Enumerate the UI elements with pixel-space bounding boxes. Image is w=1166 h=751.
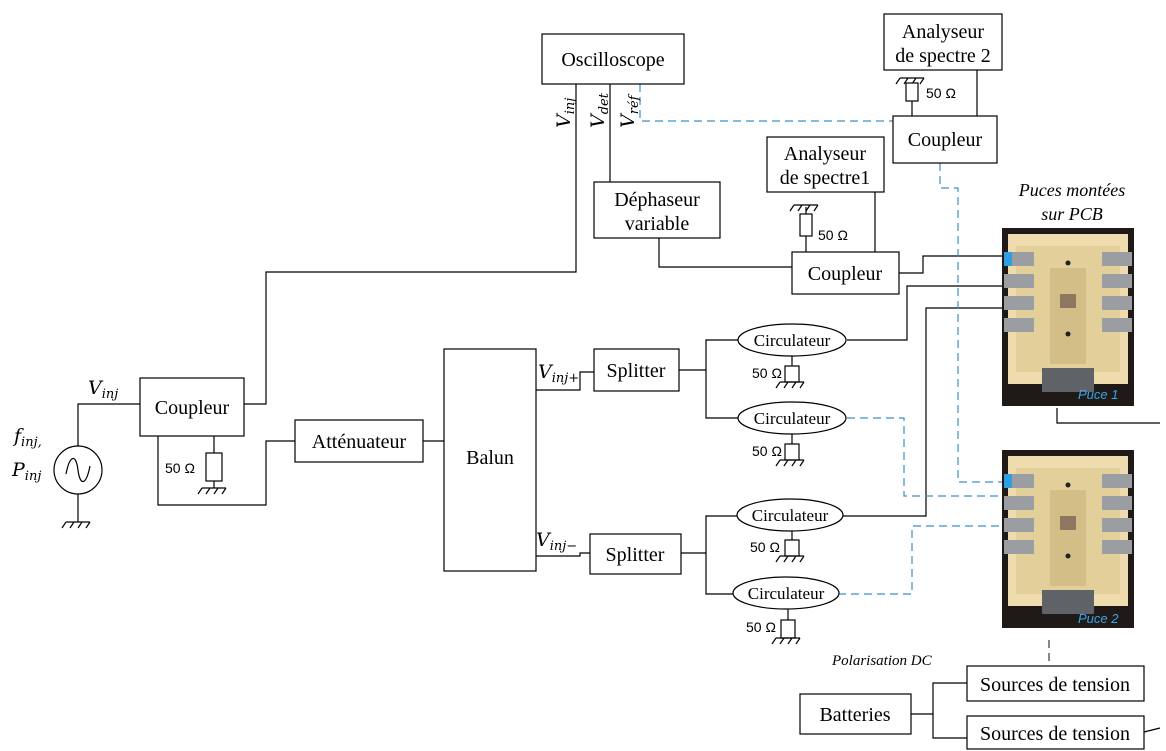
puce1-label: Puce 1 <box>1078 387 1118 402</box>
circulator-label: Circulateur <box>754 331 831 350</box>
phase-shifter-label-1: Déphaseur <box>614 189 700 211</box>
oscilloscope: Oscilloscope <box>541 33 685 85</box>
dc-bias-label: Polarisation DC <box>831 653 933 669</box>
attenuator: Atténuateur <box>294 419 424 463</box>
coupleur-analyzer1: Coupleur <box>791 251 900 295</box>
balun: Balun <box>443 348 537 572</box>
coupleur-analyzer2: Coupleur <box>892 115 998 164</box>
pcb-chip-2: Puce 2 <box>1002 450 1134 628</box>
circulator-label: Circulateur <box>752 506 829 525</box>
resistor-label: 50 Ω <box>752 443 782 459</box>
resistor-label: 50 Ω <box>746 619 776 635</box>
resistor-label: 50 Ω <box>750 539 780 555</box>
pcb-caption: Puces montées sur PCB <box>1018 180 1125 224</box>
puce2-label: Puce 2 <box>1078 611 1119 626</box>
coupleur-label: Coupleur <box>908 129 983 151</box>
resistor-coupleur: 50 Ω <box>165 436 227 495</box>
analyzer-1: Analyseur de spectre1 <box>766 136 885 193</box>
balun-label: Balun <box>466 447 514 469</box>
voltage-source-label: Sources de tension <box>980 674 1130 696</box>
wires <box>77 70 1161 739</box>
attenuator-label: Atténuateur <box>312 431 407 453</box>
chips-caption-1: Puces montées <box>1018 180 1125 200</box>
resistor-label: 50 Ω <box>818 227 848 243</box>
splitter-bottom: Splitter <box>589 533 682 575</box>
analyzer-2: Analyseur de spectre 2 <box>883 13 1003 71</box>
v-inj-plus-label: Vinj+ <box>538 361 579 386</box>
p-inj-label: Pinj <box>11 459 41 484</box>
circulator-4: Circulateur <box>732 576 840 610</box>
circulator-2: Circulateur <box>737 401 847 435</box>
circulator-label: Circulateur <box>748 584 825 603</box>
resistor-label: 50 Ω <box>165 460 195 476</box>
circulator-3: Circulateur <box>736 498 844 532</box>
resistor-label: 50 Ω <box>752 365 782 381</box>
pcb-chip-1: Puce 1 <box>1002 228 1134 406</box>
dashed-links <box>639 84 1050 666</box>
phase-shifter-label-2: variable <box>625 213 690 235</box>
splitter-label: Splitter <box>606 544 665 566</box>
coupleur-label: Coupleur <box>155 397 230 419</box>
rf-source: finj, Pinj <box>11 425 103 529</box>
resistor-label: 50 Ω <box>926 85 956 101</box>
circulator-1: Circulateur <box>737 323 847 357</box>
f-inj-label: finj, <box>12 425 42 450</box>
voltage-source-label: Sources de tension <box>980 723 1130 745</box>
resistor-analyzer2: 50 Ω <box>895 77 956 102</box>
resistor-circ1: 50 Ω <box>752 354 805 389</box>
v-inj-label: Vinj <box>88 377 118 402</box>
batteries-label: Batteries <box>819 704 890 726</box>
resistor-circ2: 50 Ω <box>752 434 805 467</box>
coupleur-main: Coupleur <box>139 377 245 437</box>
analyzer1-label-1: Analyseur <box>784 143 867 165</box>
dc-bias: Polarisation DC Sources de tension Sourc… <box>799 653 1145 750</box>
splitter-top: Splitter <box>593 348 680 392</box>
analyzer2-label-1: Analyseur <box>902 21 985 43</box>
circulator-label: Circulateur <box>754 409 831 428</box>
analyzer1-label-2: de spectre1 <box>780 167 871 189</box>
osc-v-det-label: Vdet <box>587 92 612 128</box>
chips-caption-2: sur PCB <box>1041 204 1103 224</box>
resistor-circ4: 50 Ω <box>746 608 801 645</box>
osc-v-inj-label: Vinj <box>553 98 578 128</box>
analyzer2-label-2: de spectre 2 <box>895 45 991 67</box>
resistor-analyzer1: 50 Ω <box>789 204 848 243</box>
osc-v-ref-label: Vréf <box>617 93 642 128</box>
v-inj-minus-label: Vinj− <box>536 529 577 554</box>
oscilloscope-label: Oscilloscope <box>561 49 664 71</box>
splitter-label: Splitter <box>607 360 666 382</box>
coupleur-label: Coupleur <box>808 263 883 285</box>
phase-shifter: Déphaseur variable <box>593 181 721 239</box>
resistor-circ3: 50 Ω <box>750 530 805 563</box>
